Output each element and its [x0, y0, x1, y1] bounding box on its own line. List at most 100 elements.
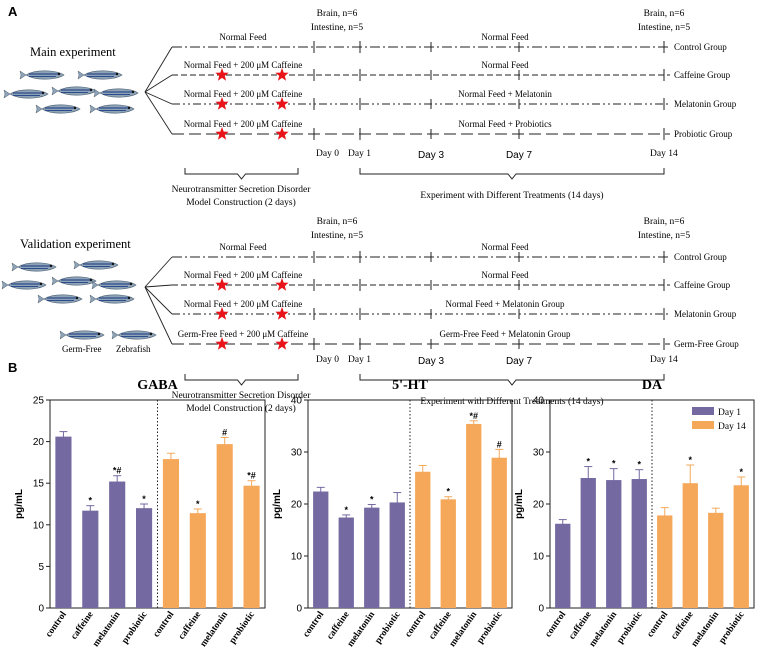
sampling-brain-day14: Brain, n=6	[644, 217, 685, 227]
legend-label-day14: Day 14	[718, 422, 746, 432]
fish-eye	[75, 296, 79, 300]
x-tick-label: probiotic	[475, 610, 504, 646]
y-tick-label: 20	[533, 500, 545, 511]
day-14-label: Day 14	[650, 149, 678, 159]
brace-model-construction	[184, 374, 299, 386]
group-label: Control Group	[674, 42, 727, 52]
fish-tail	[59, 330, 67, 340]
significance-mark: #	[497, 439, 502, 449]
y-tick-label: 20	[291, 500, 303, 511]
zebrafish-icon	[51, 276, 97, 286]
fan-line	[144, 284, 173, 288]
x-tick-label: caffeine	[427, 610, 453, 642]
chart-1: 5'-HT010203040pg/mLcontrol*caffeine*mela…	[272, 378, 513, 649]
zebrafish-icon	[89, 294, 135, 304]
legend: Day 1 Day 14	[692, 407, 746, 432]
post-treatment-label: Normal Feed	[481, 270, 529, 280]
zebrafish-icon	[51, 86, 97, 96]
group-label: Caffeine Group	[674, 280, 731, 290]
sampling-intestine-day14: Intestine, n=5	[638, 231, 691, 241]
bar	[136, 508, 153, 608]
fish-eye	[115, 72, 119, 76]
y-tick-label: 15	[33, 479, 45, 490]
caffeine-star-icon	[275, 127, 289, 140]
legend-label-day1: Day 1	[718, 408, 741, 418]
fish-eye	[131, 90, 135, 94]
day-0-label: Day 0	[316, 355, 339, 365]
significance-mark: *	[196, 499, 200, 509]
significance-mark: *	[370, 495, 374, 505]
fish-tail	[51, 86, 59, 96]
post-treatment-label: Normal Feed	[481, 32, 529, 42]
post-treatment-label: Normal Feed	[481, 60, 529, 70]
zebrafish-icon	[93, 88, 139, 98]
bar-charts: GABA0510152025pg/mLcontrol*caffeine*#mel…	[14, 378, 755, 649]
zebrafish-school-validation	[1, 260, 157, 340]
pre-treatment-label: Normal Feed + 200 μM Caffeine	[184, 119, 302, 129]
caffeine-star-icon	[275, 68, 289, 81]
significance-mark: *	[586, 457, 590, 467]
fish-body	[95, 104, 135, 114]
post-treatment-label: Normal Feed + Melatonin	[458, 89, 552, 99]
significance-mark: #	[222, 427, 227, 437]
fish-body	[117, 330, 157, 340]
post-treatment-label: Normal Feed + Probiotics	[458, 119, 552, 129]
day-0-label: Day 0	[316, 149, 339, 159]
significance-mark: *	[739, 467, 743, 477]
fan-line	[144, 46, 173, 93]
bar	[364, 507, 380, 608]
x-tick-label: melatonin	[199, 609, 231, 649]
y-tick-label: 30	[291, 448, 303, 459]
fish-body	[57, 86, 97, 96]
y-tick-label: 5	[38, 562, 44, 573]
y-tick-label: 40	[533, 396, 545, 407]
pre-treatment-label: Normal Feed + 200 μM Caffeine	[184, 89, 302, 99]
fish-eye	[49, 264, 53, 268]
group-label: Probiotic Group	[674, 129, 733, 139]
chart-title: GABA	[137, 378, 178, 393]
significance-mark: *	[142, 494, 146, 504]
x-tick-label: probiotic	[615, 610, 644, 646]
significance-mark: *#	[113, 466, 122, 476]
zebrafish-icon	[19, 70, 65, 80]
bar	[338, 517, 354, 608]
day-1-label: Day 1	[348, 149, 371, 159]
fish-eye	[73, 106, 77, 110]
pre-treatment-label: Normal Feed	[219, 242, 267, 252]
x-tick-label: caffeine	[567, 610, 593, 642]
day-14-label: Day 14	[650, 355, 678, 365]
sampling-intestine-day14: Intestine, n=5	[638, 23, 691, 33]
fish-eye	[39, 282, 43, 286]
sampling-brain-day14: Brain, n=6	[644, 9, 685, 19]
x-tick-label: probiotic	[717, 610, 746, 646]
bar	[606, 480, 622, 608]
y-tick-label: 20	[33, 437, 45, 448]
bar	[415, 471, 431, 608]
fish-eye	[149, 332, 153, 336]
x-tick-label: caffeine	[69, 610, 95, 642]
fish-body	[79, 260, 119, 270]
x-tick-label: caffeine	[325, 610, 351, 642]
phase1-line2: Model Construction (2 days)	[186, 197, 296, 208]
zebrafish-icon	[89, 104, 135, 114]
caffeine-star-icon	[275, 307, 289, 320]
significance-mark: *	[446, 487, 450, 497]
day-3-label: Day 3	[418, 150, 445, 161]
pre-treatment-label: Normal Feed + 200 μM Caffeine	[184, 299, 302, 309]
significance-mark: *	[89, 496, 93, 506]
y-tick-label: 10	[291, 552, 303, 563]
zebrafish-icon	[59, 330, 105, 340]
fish-eye	[97, 332, 101, 336]
fish-eye	[41, 91, 45, 95]
x-tick-label: probiotic	[228, 610, 257, 646]
fish-body	[57, 276, 97, 286]
zebrafish-icon	[1, 280, 47, 290]
bar	[82, 510, 99, 608]
y-tick-label: 40	[291, 396, 303, 407]
fish-eye	[127, 296, 131, 300]
chart-2: DA010203040pg/mLcontrol*caffeine*melaton…	[514, 378, 755, 649]
